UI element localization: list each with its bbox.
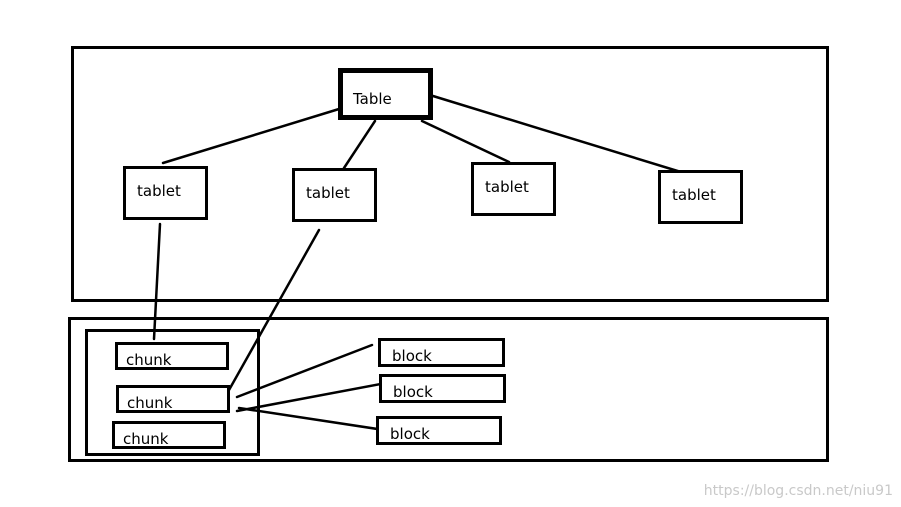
block-label: block [392,347,432,365]
chunk-label: chunk [123,430,169,448]
tablet-node: tablet [123,166,208,220]
block-node: block [379,374,506,403]
block-label: block [393,383,433,401]
block-node: block [376,416,502,445]
chunk-label: chunk [127,394,173,412]
tablet-node: tablet [292,168,377,222]
tablet-label: tablet [485,178,529,196]
tablet-node: tablet [658,170,743,224]
tablet-label: tablet [306,184,350,202]
chunk-node: chunk [116,385,230,413]
chunk-node: chunk [112,421,226,449]
block-node: block [378,338,505,367]
block-label: block [390,425,430,443]
table-label: Table [353,90,392,108]
chunk-node: chunk [115,342,229,370]
tablet-label: tablet [672,186,716,204]
tablet-label: tablet [137,182,181,200]
table-node: Table [338,68,433,120]
watermark-text: https://blog.csdn.net/niu91 [703,483,893,499]
tablet-node: tablet [471,162,556,216]
chunk-label: chunk [126,351,172,369]
